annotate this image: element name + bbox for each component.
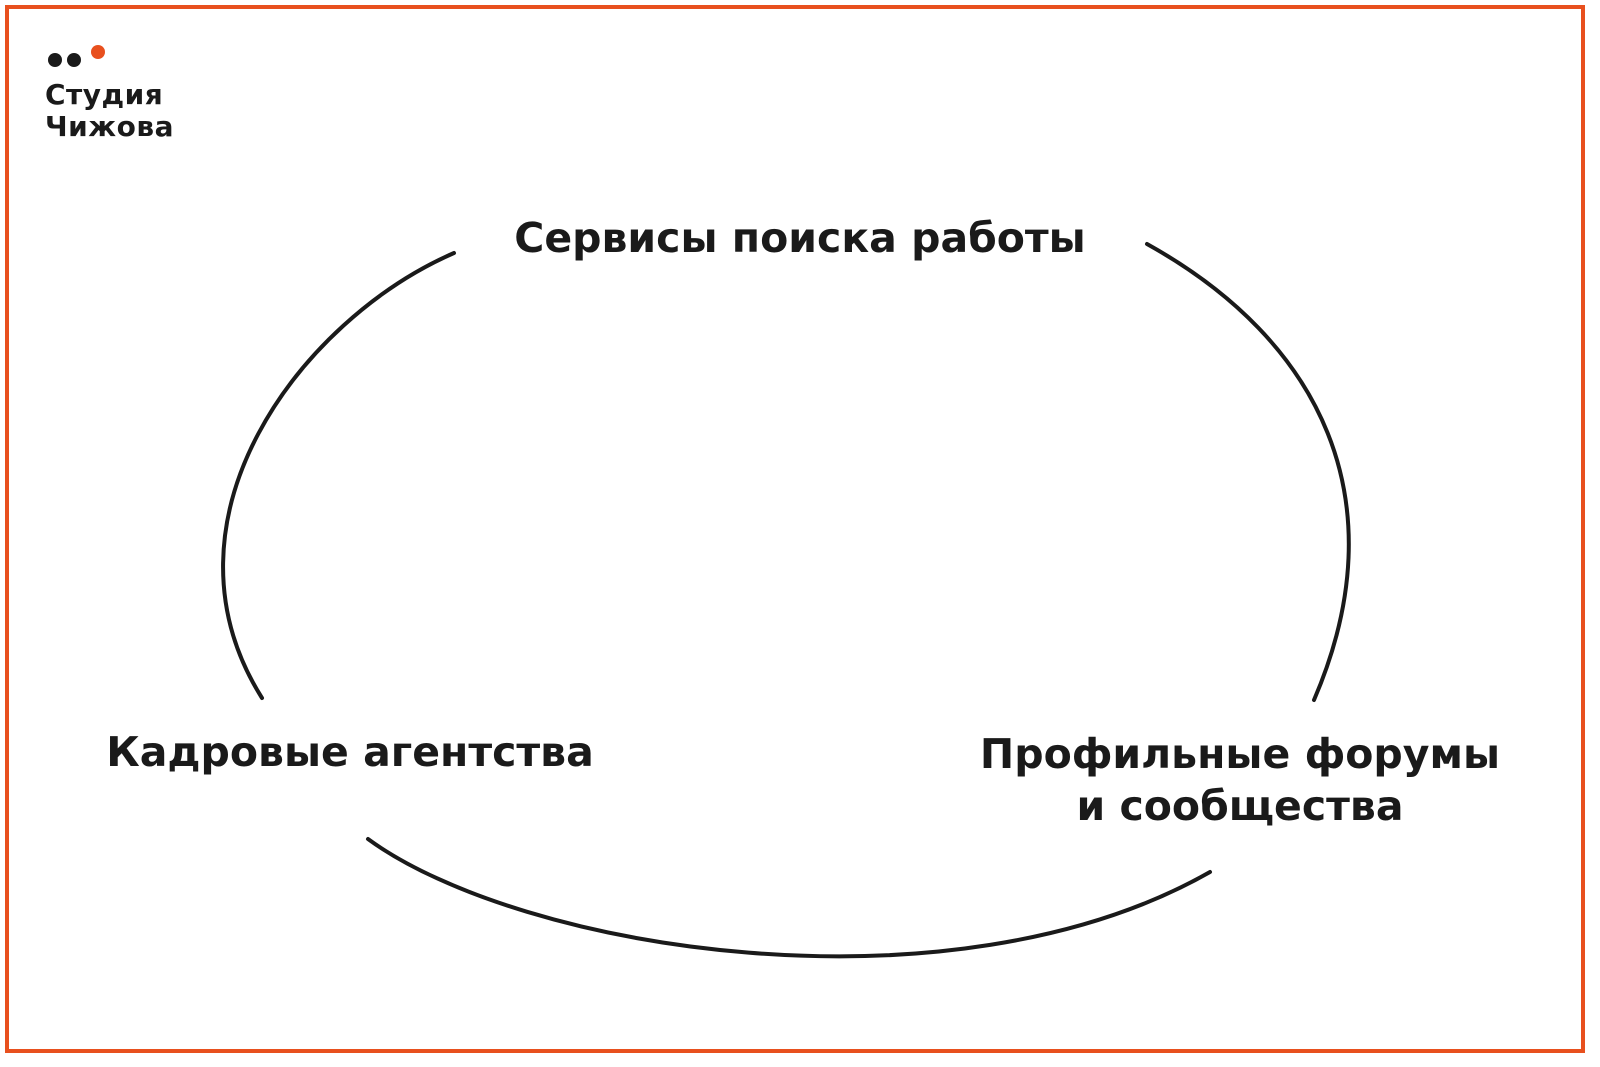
logo-line-1: Студия bbox=[45, 78, 164, 111]
arc-bottom bbox=[366, 837, 1212, 959]
node-professional-forums-line-1: Профильные форумы bbox=[979, 730, 1501, 778]
node-job-search-services-label: Сервисы поиска работы bbox=[514, 214, 1086, 262]
node-job-search-services: Сервисы поиска работы bbox=[440, 212, 1160, 264]
logo-dot-1 bbox=[48, 53, 62, 67]
node-recruitment-agencies-label: Кадровые агентства bbox=[106, 728, 594, 776]
logo-dot-accent bbox=[91, 45, 105, 59]
studio-logo: Студия Чижова bbox=[45, 45, 174, 143]
arc-top-right bbox=[1145, 242, 1351, 702]
logo-dot-2 bbox=[67, 53, 81, 67]
node-professional-forums-line-2: и сообщества bbox=[1076, 782, 1404, 830]
logo-line-2: Чижова bbox=[45, 110, 174, 143]
page-frame: Студия Чижова bbox=[5, 5, 1585, 1053]
node-professional-forums: Профильные форумы и сообщества bbox=[960, 728, 1520, 832]
logo-text: Студия Чижова bbox=[45, 79, 174, 143]
logo-dots bbox=[45, 45, 115, 67]
arc-top-left bbox=[221, 251, 456, 700]
node-recruitment-agencies: Кадровые агентства bbox=[80, 726, 620, 778]
